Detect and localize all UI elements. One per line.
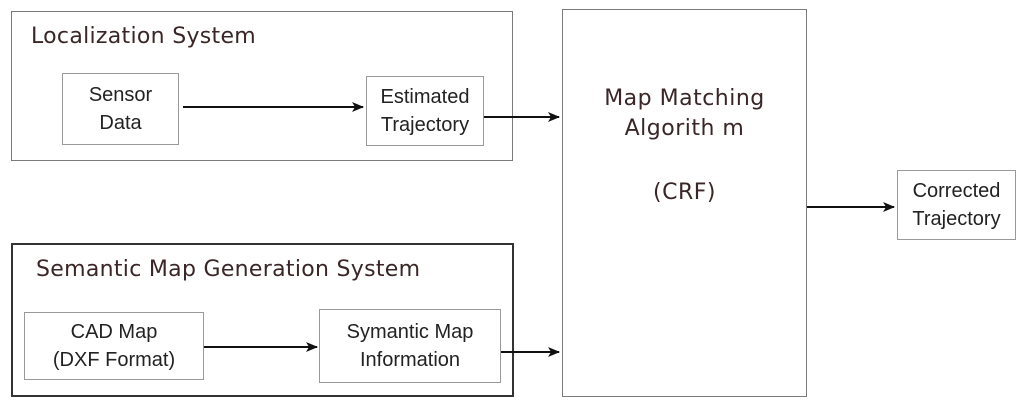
estimated-trajectory-line1: Estimated <box>380 86 470 108</box>
corrected-trajectory-line1: Corrected <box>912 180 1001 202</box>
localization-system-title: Localization System <box>31 24 257 49</box>
semantic-map-system-title: Semantic Map Generation System <box>36 257 421 282</box>
sensor-data-node: Sensor Data <box>62 73 179 145</box>
symantic-map-info-node: Symantic Map Information <box>319 309 501 383</box>
map-matching-line1: Map Matching <box>604 86 765 111</box>
corrected-trajectory-node: Corrected Trajectory <box>897 170 1016 240</box>
estimated-trajectory-line2: Trajectory <box>380 114 470 136</box>
cad-map-line2: (DXF Format) <box>52 349 176 371</box>
map-matching-line2: Algorith m <box>624 116 745 141</box>
sensor-data-line1: Sensor <box>88 84 153 106</box>
symantic-map-info-line1: Symantic Map <box>346 321 474 343</box>
map-matching-algorithm-node: Map Matching Algorith m (CRF) <box>562 9 807 397</box>
cad-map-node: CAD Map (DXF Format) <box>24 312 204 380</box>
map-matching-line3: (CRF) <box>653 180 716 205</box>
cad-map-line1: CAD Map <box>70 321 158 343</box>
estimated-trajectory-node: Estimated Trajectory <box>366 76 484 146</box>
symantic-map-info-line2: Information <box>359 349 461 371</box>
sensor-data-line2: Data <box>99 112 142 134</box>
corrected-trajectory-line2: Trajectory <box>912 208 1001 230</box>
